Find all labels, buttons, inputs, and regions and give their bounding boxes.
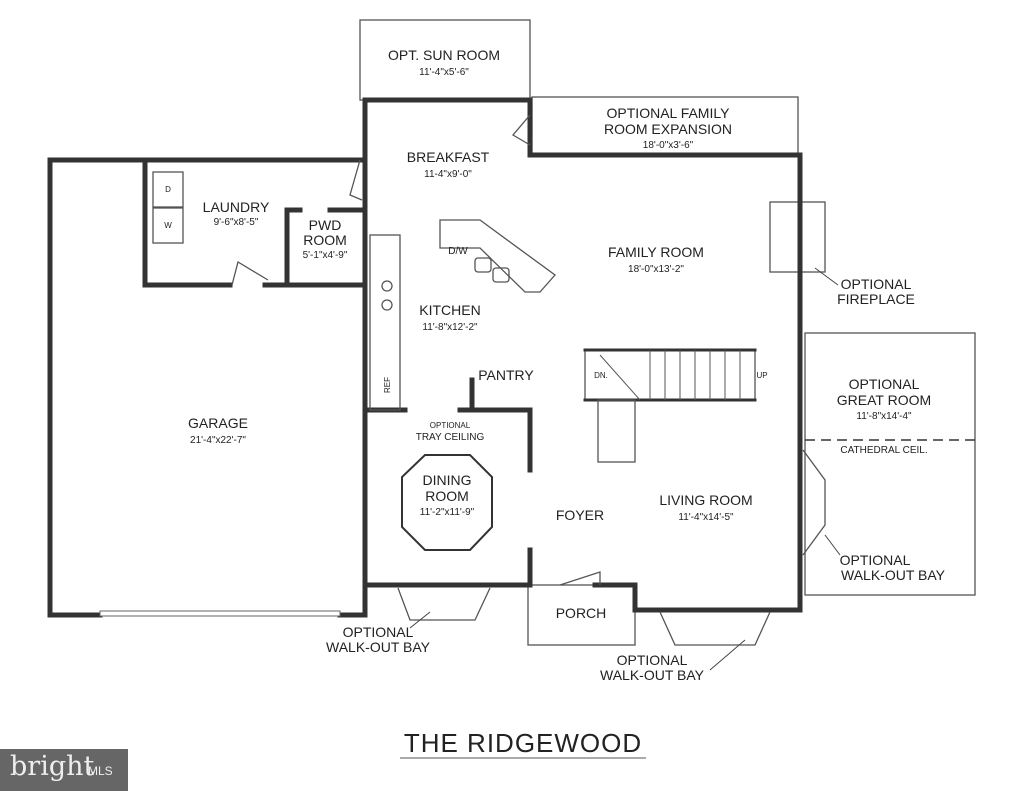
garage-label: GARAGE <box>188 415 248 431</box>
left-bay-label: OPTIONAL <box>343 624 414 640</box>
fireplace-label: OPTIONAL <box>841 276 912 292</box>
breakfast-label: BREAKFAST <box>407 149 490 165</box>
sink-icon <box>492 267 510 283</box>
living-room-label: LIVING ROOM <box>659 492 752 508</box>
tray-ceiling-note: OPTIONAL <box>430 421 471 430</box>
kitchen-counter <box>369 234 401 411</box>
dining-label-2: ROOM <box>425 488 469 504</box>
left-bay-label-2: WALK-OUT BAY <box>326 639 431 655</box>
right-bay-label-2: WALK-OUT BAY <box>841 567 946 583</box>
pwd-label: PWD <box>309 217 342 233</box>
living-room-size: 11'-4"x14'-5" <box>678 512 734 523</box>
kitchen-size: 11'-8"x12'-2" <box>422 322 478 333</box>
great-room-label: OPTIONAL <box>849 376 920 392</box>
leader-lines <box>409 267 841 671</box>
stairs-down-label: DN. <box>594 371 608 380</box>
dryer <box>152 171 184 208</box>
sink-icon <box>474 257 492 273</box>
family-room-size: 18'-0"x13'-2" <box>628 264 684 275</box>
great-room-outline <box>804 332 976 596</box>
great-room-label-2: GREAT ROOM <box>837 392 931 408</box>
family-expansion-label: OPTIONAL FAMILY <box>607 105 731 121</box>
breakfast-door[interactable] <box>349 159 363 201</box>
cathedral-note: CATHEDRAL CEIL. <box>840 445 927 456</box>
stove-burner <box>381 280 393 292</box>
porch-outline <box>527 584 636 646</box>
kitchen-island <box>439 219 556 293</box>
washer <box>152 207 184 244</box>
fireplace-label-2: FIREPLACE <box>837 291 915 307</box>
washer-label: W <box>164 221 172 230</box>
dining-size: 11'-2"x11'-9" <box>420 507 475 518</box>
front-bay <box>659 611 771 646</box>
plan-title: THE RIDGEWOOD <box>404 728 642 758</box>
garage-size: 21'-4"x22'-7" <box>190 435 246 446</box>
staircase <box>583 348 757 463</box>
laundry-door[interactable] <box>231 260 269 286</box>
bright-mls-logo: bright MLS <box>0 749 128 791</box>
pwd-label-2: ROOM <box>303 232 347 248</box>
laundry-label: LAUNDRY <box>203 199 270 215</box>
stairs-up-label: UP <box>756 371 767 380</box>
stove-burner <box>381 299 393 311</box>
garage-door[interactable] <box>99 610 341 617</box>
family-expansion-size: 18'-0"x3'-6" <box>643 140 694 151</box>
pantry-label: PANTRY <box>478 367 534 383</box>
left-bay <box>397 587 491 621</box>
sun-room-label: OPT. SUN ROOM <box>388 47 500 63</box>
dining-label: DINING <box>423 472 472 488</box>
dishwasher-label: D/W <box>448 246 468 257</box>
walls <box>47 97 803 618</box>
sun-room-size: 11'-4"x5'-6" <box>419 67 469 78</box>
front-bay-label: OPTIONAL <box>617 652 688 668</box>
expansion-door[interactable] <box>512 114 531 146</box>
breakfast-size: 11-4"x9'-0" <box>424 169 472 180</box>
front-door[interactable] <box>559 571 601 586</box>
logo-brand: bright <box>10 751 95 782</box>
dining-tray-ceiling <box>401 454 493 551</box>
right-bay-label: OPTIONAL <box>840 552 911 568</box>
family-expansion-label-2: ROOM EXPANSION <box>604 121 732 137</box>
tray-ceiling-note-2: TRAY CEILING <box>416 432 485 443</box>
front-bay-label-2: WALK-OUT BAY <box>600 667 705 683</box>
logo-suffix: MLS <box>88 764 113 778</box>
family-room-label: FAMILY ROOM <box>608 244 704 260</box>
foyer-label: FOYER <box>556 507 604 523</box>
right-bay <box>802 449 826 556</box>
refrigerator-label: REF <box>383 377 392 393</box>
pwd-size: 5'-1"x4'-9" <box>303 250 348 261</box>
great-room-size: 11'-8"x14'-4" <box>856 411 912 422</box>
kitchen-label: KITCHEN <box>419 302 480 318</box>
dryer-label: D <box>165 185 171 194</box>
laundry-size: 9'-6"x8'-5" <box>214 217 259 228</box>
porch-label: PORCH <box>556 605 607 621</box>
